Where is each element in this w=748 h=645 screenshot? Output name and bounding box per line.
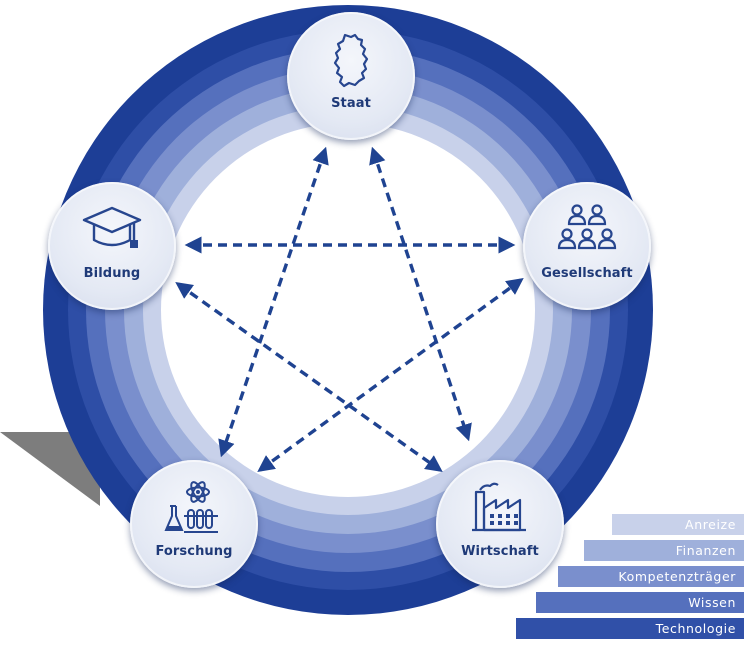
graduation-cap-icon [82, 206, 142, 248]
people-group-icon [557, 204, 617, 250]
germany-map-icon [333, 33, 369, 88]
ring-label-wissen: Wissen [536, 592, 744, 613]
node-wirtschaft-label: Wirtschaft [461, 544, 539, 559]
node-staat: Staat [287, 12, 415, 140]
ring-label-technologie: Technologie [516, 618, 744, 639]
node-wirtschaft: Wirtschaft [436, 460, 564, 588]
node-bildung: Bildung [48, 182, 176, 310]
ring-label-anreize: Anreize [612, 514, 744, 535]
ring-label-kompetenztraeger: Kompetenzträger [558, 566, 744, 587]
arrow-staat-wirtschaft [369, 146, 472, 442]
node-forschung: Forschung [130, 460, 258, 588]
factory-icon [472, 482, 526, 532]
node-bildung-label: Bildung [83, 266, 141, 281]
node-staat-label: Staat [331, 96, 371, 111]
node-gesellschaft-label: Gesellschaft [541, 266, 633, 281]
node-forschung-label: Forschung [155, 544, 233, 559]
node-gesellschaft: Gesellschaft [523, 182, 651, 310]
science-lab-icon [164, 481, 218, 533]
arrow-forschung-gesellschaft [257, 277, 524, 473]
arrow-staat-forschung [218, 146, 329, 458]
ring-label-finanzen: Finanzen [584, 540, 744, 561]
arrow-bildung-wirtschaft [175, 282, 443, 472]
